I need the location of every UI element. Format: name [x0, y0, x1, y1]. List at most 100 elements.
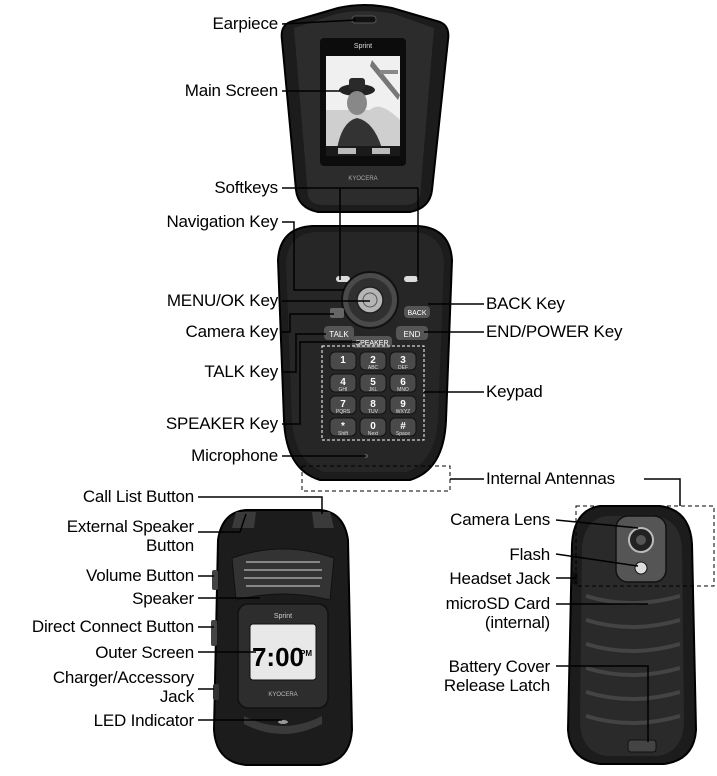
label-speaker: Speaker — [132, 589, 194, 608]
left-softkey[interactable] — [336, 276, 350, 282]
end-power-key[interactable] — [396, 326, 428, 340]
keypad-key-digit: 3 — [400, 355, 406, 366]
menu-ok-key[interactable] — [356, 286, 384, 314]
direct-connect-button[interactable] — [211, 620, 217, 646]
led-indicator — [278, 720, 288, 724]
label-battery-line1: Battery Cover — [448, 657, 551, 676]
label-led-indicator: LED Indicator — [93, 711, 195, 730]
keypad-key-letters: Next — [368, 431, 379, 437]
speaker-key-label: SPEAKER — [355, 340, 388, 347]
label-battery-cover-latch: Battery Cover Release Latch — [444, 657, 550, 695]
talk-key-label: TALK — [329, 330, 349, 339]
keypad-key-9[interactable] — [389, 395, 417, 415]
keypad-key-7[interactable] — [329, 395, 357, 415]
label-headset-jack: Headset Jack — [449, 569, 550, 588]
label-keypad: Keypad — [486, 382, 543, 401]
call-list-button[interactable] — [312, 512, 334, 528]
label-main-screen: Main Screen — [184, 81, 278, 100]
keypad-key-6[interactable] — [389, 373, 417, 393]
keypad-key-digit: 9 — [400, 399, 406, 410]
label-earpiece: Earpiece — [212, 14, 279, 33]
volume-button[interactable] — [212, 570, 218, 590]
keypad-key-letters: Shift — [338, 431, 349, 437]
label-microsd-card: microSD Card (internal) — [445, 594, 551, 632]
label-back-key: BACK Key — [486, 294, 565, 313]
brand-top-text: Sprint — [354, 43, 372, 50]
talk-key[interactable] — [324, 326, 354, 340]
keypad-outline — [321, 345, 425, 441]
keypad-key-3[interactable] — [389, 351, 417, 371]
camera-flash — [634, 561, 648, 575]
outer-speaker-grille — [231, 548, 335, 601]
label-external-speaker-line1: External Speaker — [66, 517, 194, 536]
keypad-key-1[interactable] — [329, 351, 357, 371]
keypad-key-digit: 2 — [370, 355, 376, 366]
internal-antenna-area-back — [575, 505, 715, 587]
leader-lines — [198, 19, 681, 742]
brand-maker-outer: KYOCERA — [268, 692, 297, 698]
keypad-key-digit: 0 — [370, 421, 376, 432]
speaker-key[interactable] — [352, 336, 392, 348]
label-call-list-button: Call List Button — [82, 487, 194, 506]
end-key-label: END — [404, 330, 421, 339]
keypad-key-digit: * — [341, 421, 345, 432]
keypad-key-letters: JKL — [369, 387, 378, 393]
internal-antenna-area-front — [301, 465, 451, 492]
keypad-key-10[interactable] — [329, 417, 357, 437]
keypad-key-4[interactable] — [329, 373, 357, 393]
phone-flip-top: Sprint KYOCERA — [280, 4, 450, 213]
phone-closed-front: Sprint 7:00 PM KYOCERA — [211, 509, 354, 766]
label-microsd-line1: microSD Card — [445, 594, 551, 613]
keypad-key-digit: 6 — [400, 377, 406, 388]
back-key[interactable] — [404, 306, 430, 318]
keypad-key-letters: MNO — [397, 387, 409, 393]
brand-maker-top: KYOCERA — [348, 176, 377, 182]
keypad-key-5[interactable] — [359, 373, 387, 393]
label-navigation-key: Navigation Key — [166, 212, 278, 231]
back-key-label: BACK — [407, 310, 426, 317]
outer-ampm: PM — [300, 649, 312, 658]
keypad-key-11[interactable] — [359, 417, 387, 437]
keypad-key-digit: 4 — [340, 377, 346, 388]
keypad-key-2[interactable] — [359, 351, 387, 371]
keypad-key-letters: WXYZ — [396, 409, 410, 415]
keypad-key-letters: ABC — [368, 365, 379, 371]
label-microphone: Microphone — [191, 446, 278, 465]
label-speaker-key: SPEAKER Key — [165, 414, 278, 433]
brand-outer: Sprint — [274, 613, 292, 620]
label-external-speaker-button: External Speaker Button — [67, 517, 194, 555]
label-outer-screen: Outer Screen — [95, 643, 194, 662]
label-microsd-line2: (internal) — [484, 613, 550, 632]
keypad-key-digit: 7 — [340, 399, 346, 410]
label-battery-line2: Release Latch — [443, 676, 550, 695]
keypad-key-12[interactable] — [389, 417, 417, 437]
label-flash: Flash — [509, 545, 550, 564]
label-end-power-key: END/POWER Key — [486, 322, 623, 341]
keypad-key-digit: 5 — [370, 377, 376, 388]
label-camera-lens: Camera Lens — [450, 510, 550, 529]
label-talk-key: TALK Key — [204, 362, 278, 381]
label-external-speaker-line2: Button — [146, 536, 194, 555]
label-charger-line2: Jack — [159, 687, 194, 706]
camera-key[interactable] — [330, 308, 344, 318]
phone-back — [566, 505, 715, 765]
keypad-key-digit: 1 — [340, 355, 346, 366]
right-softkey[interactable] — [404, 276, 418, 282]
keypad-key-8[interactable] — [359, 395, 387, 415]
label-direct-connect-button: Direct Connect Button — [31, 617, 194, 636]
label-charger-line1: Charger/Accessory — [52, 668, 194, 687]
keypad-key-letters: TUV — [368, 409, 379, 415]
label-camera-key: Camera Key — [185, 322, 279, 341]
label-menu-ok-key: MENU/OK Key — [166, 291, 278, 310]
label-internal-antennas: Internal Antennas — [486, 469, 615, 488]
label-volume-button: Volume Button — [86, 566, 194, 585]
battery-cover-latch[interactable] — [627, 739, 657, 753]
keypad-key-letters: PQRS — [336, 409, 351, 415]
keypad-key-letters: GHI — [339, 387, 348, 393]
keypad-key-letters: Space — [396, 431, 410, 437]
keypad-key-letters: DEF — [398, 365, 408, 371]
